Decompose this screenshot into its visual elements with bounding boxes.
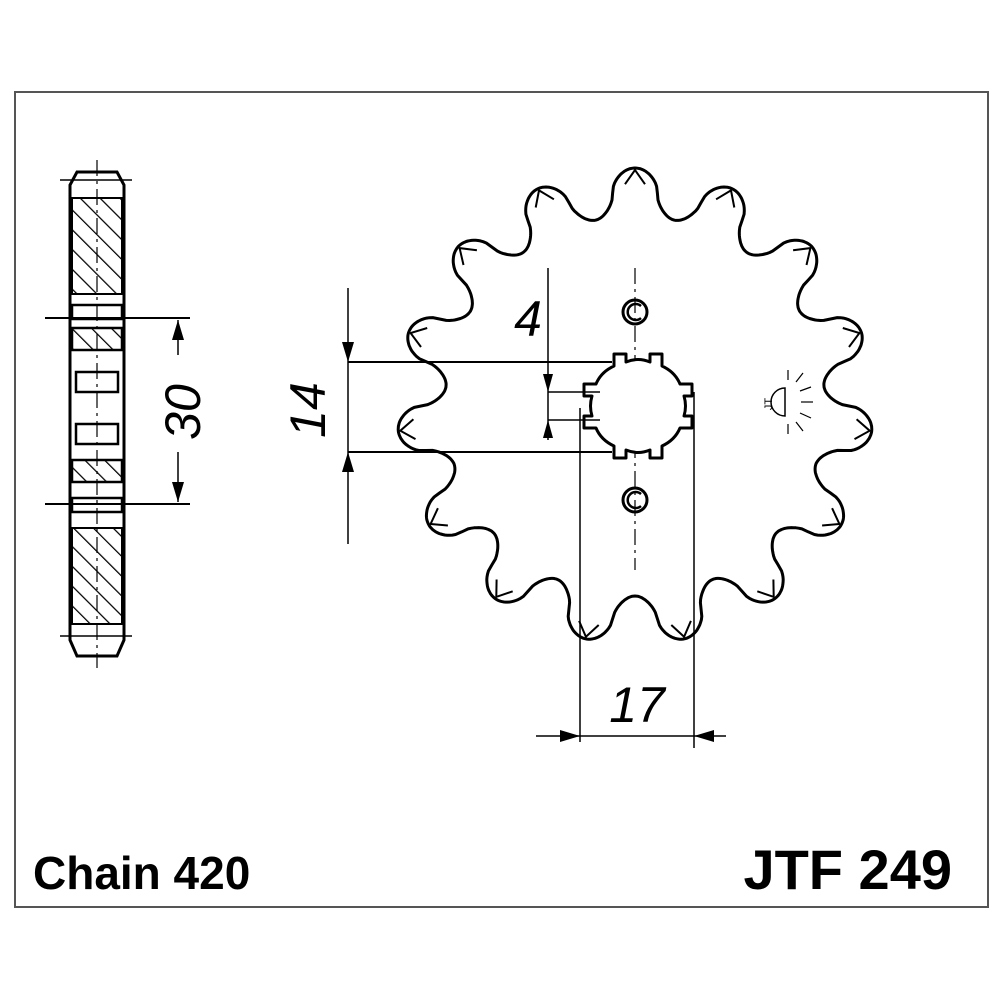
side-view-upper-hatch bbox=[71, 197, 123, 295]
tooth-tip-mark bbox=[670, 620, 692, 639]
keyway-width-dimension: 4 bbox=[514, 268, 600, 440]
tooth-tip-mark bbox=[715, 188, 736, 208]
tooth-tip-mark bbox=[408, 327, 428, 348]
side-view-outline bbox=[68, 170, 126, 658]
tooth-tip-mark bbox=[756, 579, 775, 599]
tooth-tips bbox=[398, 168, 872, 639]
upper-bolt-hole bbox=[621, 298, 649, 326]
lower-bolt-hole bbox=[621, 486, 649, 514]
jt-stamp-mark: JT bbox=[763, 370, 813, 434]
sprocket-outline bbox=[396, 166, 874, 641]
spline-height-dimension: 14 bbox=[280, 288, 612, 544]
splined-bore bbox=[582, 352, 694, 460]
tooth-tip-mark bbox=[822, 507, 841, 527]
drawing-frame bbox=[14, 91, 989, 908]
side-view: 30 bbox=[45, 160, 211, 668]
tooth-tip-mark bbox=[624, 168, 646, 185]
tooth-tip-mark bbox=[458, 246, 478, 266]
tooth-tip-mark bbox=[792, 246, 812, 266]
tooth-tip-mark bbox=[578, 620, 600, 639]
tooth-tip-mark bbox=[398, 418, 416, 440]
tooth-tip-mark bbox=[429, 507, 448, 527]
bore-width-dimension: 17 bbox=[536, 392, 726, 748]
bore-width-label: 17 bbox=[609, 677, 667, 733]
front-view: JT 14 4 17 bbox=[280, 166, 874, 748]
hub-width-dimension: 30 bbox=[155, 320, 211, 502]
spline-height-label: 14 bbox=[280, 382, 336, 438]
part-number: JTF 249 bbox=[743, 838, 952, 901]
tooth-tip-mark bbox=[854, 418, 872, 440]
keyway-width-label: 4 bbox=[514, 291, 542, 347]
jt-stamp-text: JT bbox=[763, 398, 775, 411]
hub-width-label: 30 bbox=[155, 384, 211, 440]
chain-label: Chain 420 bbox=[33, 847, 250, 899]
tooth-tip-mark bbox=[534, 188, 555, 208]
tooth-tip-mark bbox=[495, 579, 514, 599]
tooth-tip-mark bbox=[842, 327, 862, 348]
